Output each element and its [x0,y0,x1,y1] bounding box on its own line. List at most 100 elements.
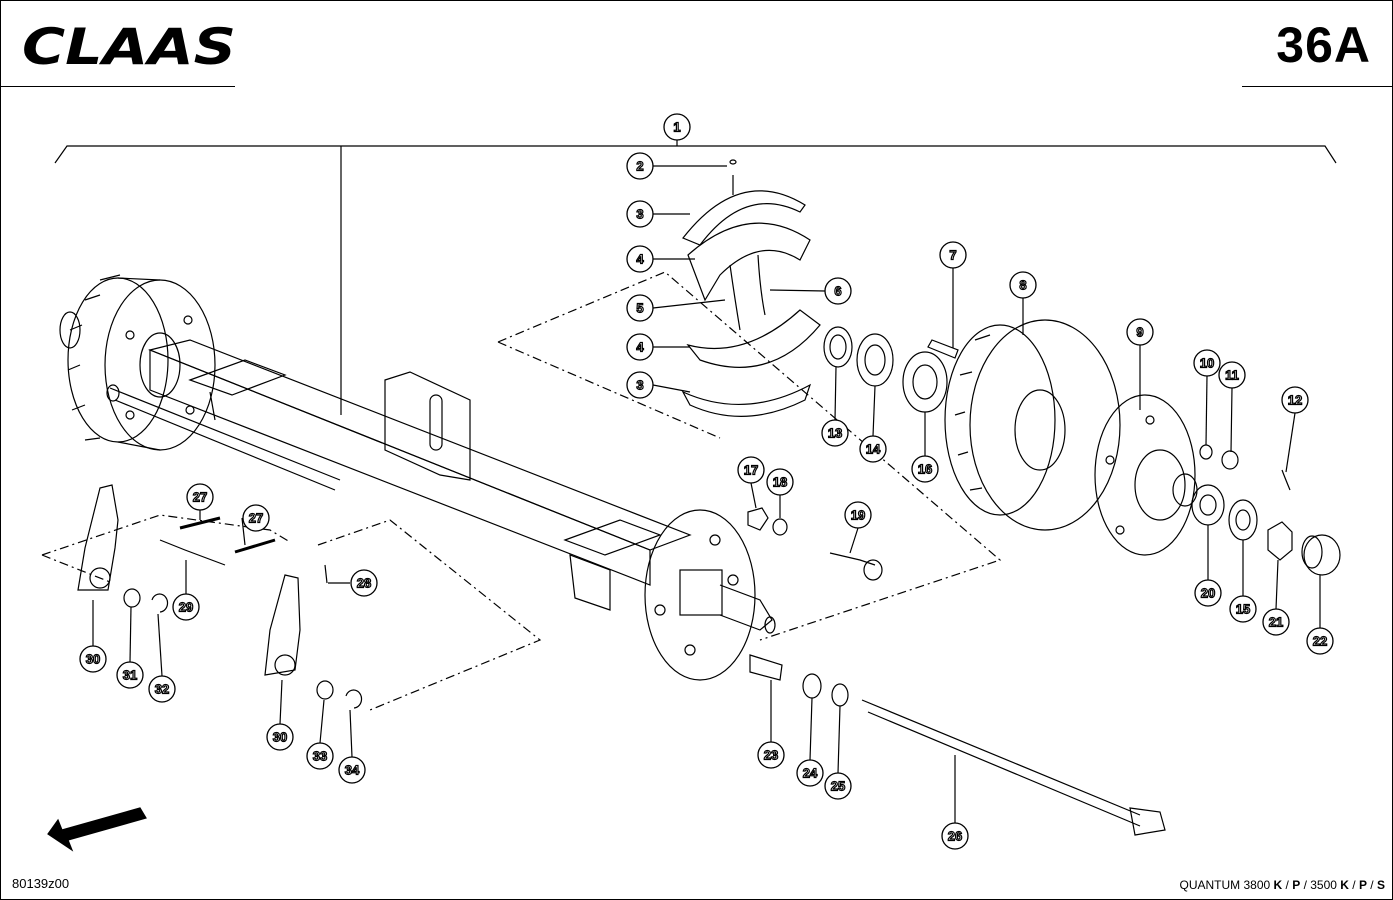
slack-adjusters [77,484,363,709]
callout-6: 6 [824,277,852,305]
callout-4b: 4 [626,333,654,361]
assembly-bracket [54,140,1337,415]
svg-text:12: 12 [1288,393,1302,408]
model-prefix: QUANTUM 3800 [1179,878,1274,892]
callout-14: 14 [859,435,887,463]
callout-31: 31 [116,661,144,689]
wheel-hub [1094,394,1198,556]
logo-text: CLAAS [22,24,236,68]
svg-text:26: 26 [948,829,962,844]
svg-text:33: 33 [313,749,327,764]
brake-shoes [681,159,821,417]
callout-4a: 4 [626,245,654,273]
hub-flange [644,509,776,681]
callout-24: 24 [796,759,824,787]
callout-21: 21 [1262,608,1290,636]
callout-2: 2 [626,152,654,180]
callout-25: 25 [824,772,852,800]
model-variant: P [1292,878,1301,892]
model-separator: / [1366,878,1377,892]
callout-15: 15 [1229,595,1257,623]
group-outline-lever-left [41,514,291,583]
svg-text:34: 34 [345,763,360,778]
svg-text:20: 20 [1201,586,1215,601]
svg-text:27: 27 [193,490,207,505]
group-outline-lever-right [317,519,542,711]
svg-text:7: 7 [949,248,956,263]
callout-29: 29 [172,593,200,621]
callout-5: 5 [626,294,654,322]
page-number: 36A [1276,17,1371,73]
callout-20: 20 [1194,579,1222,607]
callout-32: 32 [148,675,176,703]
svg-text:30: 30 [273,730,287,745]
callout-3a: 3 [626,200,654,228]
svg-text:6: 6 [834,284,841,299]
svg-text:11: 11 [1225,368,1239,383]
callout-10: 10 [1193,349,1221,377]
svg-text:32: 32 [155,682,169,697]
svg-text:15: 15 [1236,602,1250,617]
svg-text:24: 24 [803,766,818,781]
header-rule-right [1242,86,1392,87]
svg-text:25: 25 [831,779,845,794]
callout-9: 9 [1126,318,1154,346]
drawing-number: 80139z00 [12,876,70,891]
svg-text:5: 5 [636,301,643,316]
callout-30a: 30 [79,645,107,673]
callout-26: 26 [941,822,969,850]
callout-19: 19 [844,501,872,529]
callout-8: 8 [1009,271,1037,299]
leader-lines [92,165,1321,823]
callout-1: 1 [663,113,691,141]
model-separator: / [1282,878,1293,892]
model-separator: / 3500 [1300,878,1341,892]
svg-text:22: 22 [1313,634,1327,649]
group-outline-brake [497,271,1002,641]
svg-text:4: 4 [636,252,644,267]
svg-text:14: 14 [866,442,881,457]
model-variant: K [1340,878,1349,892]
seals-and-bearings [823,326,959,413]
direction-arrow-icon [47,807,147,852]
svg-text:29: 29 [179,600,193,615]
model-separator: / [1348,878,1359,892]
misc-small-parts [747,507,883,707]
callout-22: 22 [1306,627,1334,655]
callout-27a: 27 [186,483,214,511]
callout-23: 23 [757,741,785,769]
brake-drum [944,319,1121,531]
callout-17: 17 [737,456,765,484]
svg-text:17: 17 [744,463,758,478]
model-variant: P [1358,878,1367,892]
callout-16: 16 [911,455,939,483]
svg-text:23: 23 [764,748,778,763]
svg-text:30: 30 [86,652,100,667]
callout-3b: 3 [626,371,654,399]
svg-text:4: 4 [636,340,644,355]
svg-text:9: 9 [1136,325,1143,340]
svg-text:31: 31 [123,668,137,683]
svg-text:28: 28 [357,576,371,591]
svg-text:1: 1 [673,120,680,135]
callout-11: 11 [1218,361,1246,389]
left-brake-drum [59,274,216,451]
svg-text:3: 3 [636,207,643,222]
axle-beam [106,339,692,611]
callout-27b: 27 [242,504,270,532]
header-rule-left [0,86,235,87]
model-variant: K [1273,878,1283,892]
svg-text:2: 2 [636,159,643,174]
svg-text:19: 19 [851,508,865,523]
svg-text:10: 10 [1200,356,1214,371]
svg-text:8: 8 [1019,278,1026,293]
callout-33: 33 [306,742,334,770]
callout-28: 28 [350,569,378,597]
hub-small-parts [1191,444,1341,576]
model-variant: S [1376,878,1385,892]
svg-text:18: 18 [773,475,787,490]
callout-30b: 30 [266,723,294,751]
camshaft [861,699,1166,836]
callout-13: 13 [821,419,849,447]
